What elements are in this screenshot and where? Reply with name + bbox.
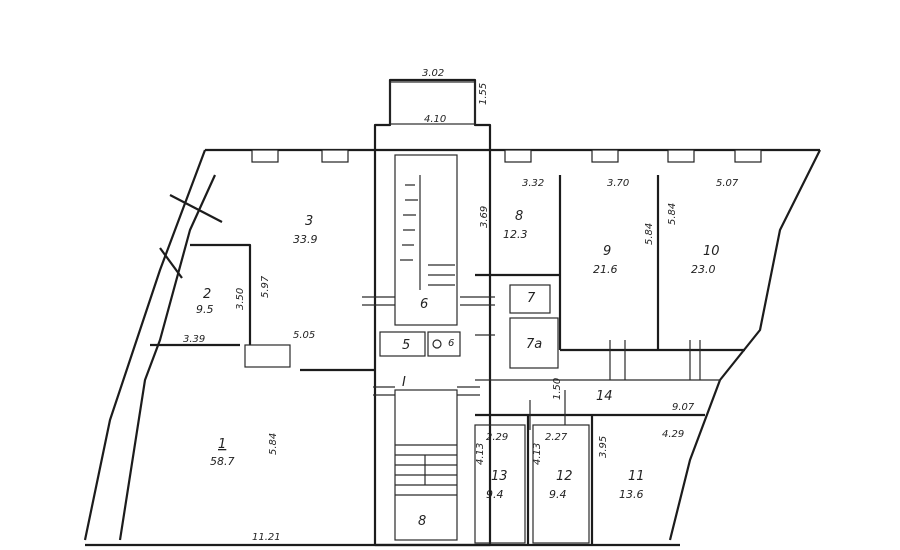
wall-r2 bbox=[190, 243, 252, 345]
room-area-12: 9.4 bbox=[549, 488, 567, 501]
outer-wall-left bbox=[205, 78, 820, 152]
dim-332: 3.32 bbox=[522, 178, 544, 189]
room-area-9: 21.6 bbox=[593, 263, 618, 276]
r13-inner bbox=[474, 424, 526, 544]
stair-tower-top bbox=[389, 81, 476, 125]
room-label-7: 7 bbox=[527, 291, 536, 306]
room-label-3: 3 bbox=[305, 214, 313, 229]
fixture-circle bbox=[432, 339, 442, 349]
dim-227: 2.27 bbox=[545, 432, 568, 443]
dim-413a: 4.13 bbox=[475, 443, 486, 465]
dim-429: 4.29 bbox=[662, 429, 684, 440]
room-label-6b: 6 bbox=[448, 338, 454, 349]
dim-top-depth: 1.55 bbox=[478, 83, 489, 105]
stair-label-bottom: 8 bbox=[418, 514, 426, 529]
dim-369: 3.69 bbox=[479, 206, 490, 228]
outer-wall-right bbox=[668, 149, 821, 541]
dim-339: 3.39 bbox=[183, 334, 205, 345]
r12-inner bbox=[532, 424, 590, 544]
dim-413b: 4.13 bbox=[532, 443, 543, 465]
stair-flight-lower bbox=[395, 444, 457, 496]
inner-wall-west bbox=[118, 174, 217, 541]
dim-150: 1.50 bbox=[552, 378, 563, 400]
room-area-13: 9.4 bbox=[486, 488, 504, 501]
room-label-13: 13 bbox=[491, 469, 508, 484]
dim-584b: 5.84 bbox=[667, 203, 678, 225]
window-5 bbox=[667, 149, 695, 163]
door-marks bbox=[362, 296, 701, 430]
room6b-box bbox=[427, 331, 461, 357]
room-area-10: 23.0 bbox=[691, 263, 716, 276]
dim-907: 9.07 bbox=[672, 402, 695, 413]
room-area-11: 13.6 bbox=[619, 488, 644, 501]
room-area-1: 58.7 bbox=[210, 455, 235, 468]
room5-box bbox=[379, 331, 426, 357]
room-area-8: 12.3 bbox=[503, 228, 528, 241]
window-4 bbox=[591, 149, 619, 163]
window-west-hatch-2 bbox=[159, 247, 183, 279]
dim-505: 5.05 bbox=[293, 330, 315, 341]
room-label-7a: 7a bbox=[526, 337, 542, 352]
room-area-3: 33.9 bbox=[293, 233, 318, 246]
r2-closet bbox=[244, 344, 291, 368]
dim-395: 3.95 bbox=[598, 436, 609, 458]
dim-370: 3.70 bbox=[607, 178, 629, 189]
dim-1121: 11.21 bbox=[252, 532, 281, 543]
window-6 bbox=[734, 149, 762, 163]
room-label-11: 11 bbox=[628, 469, 645, 484]
dim-229: 2.29 bbox=[486, 432, 508, 443]
outer-wall-west bbox=[83, 149, 207, 541]
dim-584c: 5.84 bbox=[268, 433, 279, 455]
dim-top-inner: 4.10 bbox=[424, 114, 446, 125]
dim-584a: 5.84 bbox=[644, 223, 655, 245]
dim-507: 5.07 bbox=[716, 178, 739, 189]
room-label-14: 14 bbox=[596, 389, 613, 404]
room-label-8: 8 bbox=[515, 209, 523, 224]
room7a-box bbox=[509, 317, 559, 369]
room-label-9: 9 bbox=[603, 244, 611, 259]
dim-350: 3.50 bbox=[235, 288, 246, 310]
room-label-2: 2 bbox=[203, 287, 211, 302]
stair-core bbox=[373, 148, 492, 547]
room-label-12: 12 bbox=[556, 469, 573, 484]
room-label-5: 5 bbox=[402, 338, 410, 353]
window-2 bbox=[321, 149, 349, 163]
stairwell-upper bbox=[394, 154, 458, 326]
room-label-1: 1 bbox=[218, 437, 226, 452]
room-label-6: 6 bbox=[420, 297, 428, 312]
room-label-10: 10 bbox=[703, 244, 720, 259]
window-1 bbox=[251, 149, 279, 163]
stair-flight-upper bbox=[400, 184, 455, 286]
window-3 bbox=[504, 149, 532, 163]
dim-597: 5.97 bbox=[260, 275, 271, 298]
dim-top-width: 3.02 bbox=[422, 68, 444, 79]
stair-label-I: I bbox=[402, 375, 406, 390]
room-area-2: 9.5 bbox=[196, 303, 214, 316]
window-west-hatch bbox=[169, 194, 223, 223]
room7-box bbox=[509, 284, 551, 314]
